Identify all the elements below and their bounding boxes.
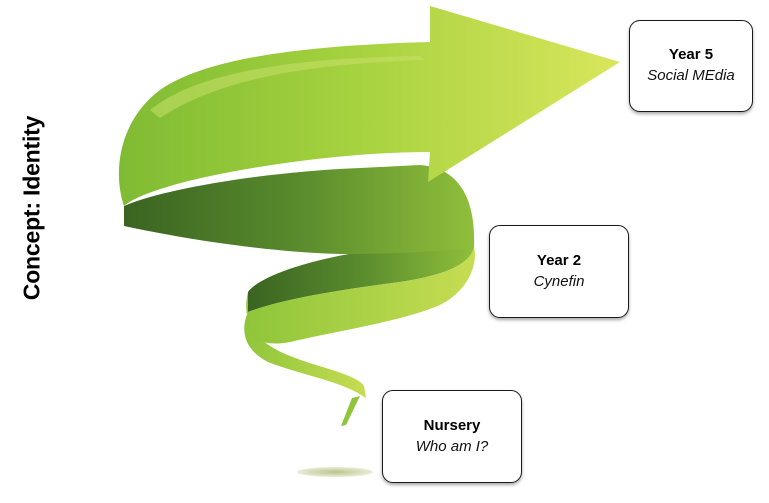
stage-title: Year 2: [536, 251, 582, 269]
ribbon-back-lower: [248, 247, 474, 312]
stage-box-nursery: Nursery Who am I?: [382, 390, 522, 483]
stage-title: Year 5: [668, 46, 714, 63]
stage-topic: Social MEdia: [647, 67, 735, 84]
ribbon-front-upper: [118, 6, 621, 206]
stage-title: Nursery: [423, 416, 481, 434]
stage-topic: Cynefin: [533, 272, 585, 290]
stage-box-year5: Year 5 Social MEdia: [629, 20, 753, 112]
ribbon-highlight: [150, 56, 424, 118]
ribbon-tip: [341, 396, 360, 426]
stage-box-year2: Year 2 Cynefin: [489, 225, 629, 318]
ribbon-front-lowest: [244, 292, 366, 398]
ribbon-back-upper: [124, 165, 475, 254]
ribbon-front-lower: [245, 247, 475, 344]
ground-shadow: [297, 467, 373, 477]
stage-topic: Who am I?: [415, 437, 489, 455]
